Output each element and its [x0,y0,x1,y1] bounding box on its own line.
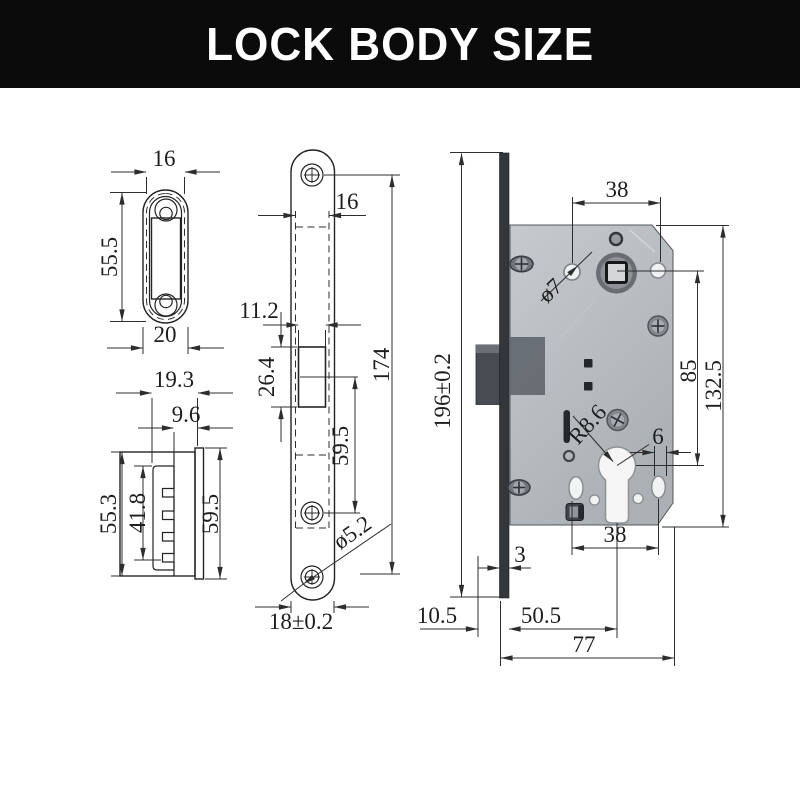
dim-label-latch-cutout-height: 26.4 [254,356,279,397]
strike-plate-outline [142,189,189,324]
dim-bottom-hole-span: 38 [571,499,659,555]
faceplate-outline [290,149,336,601]
dim-latch-cutout-width: 11.2 [239,298,361,347]
dim-case-width: 77 [500,527,675,666]
dim-label-backset: 50.5 [521,603,561,628]
dim-oval-offset: 6 [630,424,691,476]
dim-label-latch-projection: 10.5 [417,603,457,628]
strike-box-comb [152,465,175,571]
dim-label-box-depth: 9.6 [172,402,201,427]
dim-label-box-comb-height: 41.8 [125,493,150,533]
latch-bolt-top-face [476,345,500,353]
square-port-upper [584,359,593,368]
technical-drawing: 16 55.5 20 [96,146,729,666]
spindle-square-hole [605,261,628,284]
lock-body-photo-view: 196±0.2 38 ø7 85 [417,152,729,666]
phillips-screw-top-left [509,255,534,273]
small-hole-left [588,494,601,506]
dim-label-latch-to-screw: 59.5 [328,426,353,466]
dim-strike-width-outer: 20 [107,322,224,354]
strike-plate-top-view: 16 55.5 20 [97,146,224,354]
lock-case-plate [509,224,674,526]
dim-box-body-height: 55.3 [96,451,125,577]
faceplate-front-view: 16 11.2 26.4 174 [239,149,400,634]
dim-label-strike-width-outer: 20 [154,322,177,347]
dim-backset: 50.5 [508,523,618,638]
dim-label-oval-offset: 6 [652,424,664,449]
dim-label-latch-cutout-width: 11.2 [239,298,278,323]
dim-label-screw-span: 174 [369,347,394,382]
dim-latch-to-screw: 59.5 [324,377,360,514]
small-washer-hole [562,449,576,463]
dim-label-box-width: 19.3 [154,367,194,392]
dim-label-case-width: 77 [573,632,596,657]
dim-top-hole-span: 38 [572,177,661,263]
strike-opening [150,217,182,300]
header-bar: LOCK BODY SIZE [0,0,800,88]
square-port-lower [584,382,593,391]
phillips-screw-center [606,408,629,432]
dim-label-top-hole-span: 38 [606,177,629,202]
dim-plate-width: 18±0.2 [255,601,369,634]
scratch-mark [629,229,656,253]
latch-housing-shadow [510,337,545,395]
dim-label-strike-height: 55.5 [97,237,122,277]
dim-screw-span: 174 [360,175,400,575]
lock-faceplate-strip [499,152,510,599]
dim-label-strike-width-inner: 16 [153,146,176,171]
scratch-mark-2 [559,299,597,339]
dim-faceplate-thickness: 3 [478,542,531,571]
dim-label-screw-hole-dia: ø5.2 [329,511,376,555]
strike-plate-dashed-outline [146,193,185,320]
dim-box-depth: 9.6 [138,402,233,452]
dim-label-total-height: 196±0.2 [430,353,455,429]
strike-box-side-view: 19.3 9.6 55.3 41.8 [96,367,233,580]
strike-screw-hole-top [154,198,178,222]
left-oval-hole [568,476,584,501]
dim-label-plate-width: 18±0.2 [269,609,333,634]
stop-latch-piece [565,503,584,521]
dim-label-spindle-to-cylinder: 85 [676,360,701,383]
page-title: LOCK BODY SIZE [205,18,595,70]
faceplate-screw-top [300,163,324,187]
right-oval-hole [651,475,667,499]
dim-total-height: 196±0.2 [430,152,503,598]
dim-strike-width-inner: 16 [111,146,220,194]
latch-bolt [475,344,501,405]
dim-label-box-plate-height: 59.5 [198,494,223,534]
dim-case-height: 132.5 [656,225,729,528]
dim-label-case-width: 16 [336,189,359,214]
spindle-hub [596,252,637,294]
dim-label-bottom-hole-span: 38 [604,522,627,547]
dim-box-width: 19.3 [116,367,233,463]
phillips-screw-right [647,315,669,337]
strike-box-plate [194,447,205,580]
dim-label-box-body-height: 55.3 [96,494,121,534]
phillips-screw-bottom-left [507,479,531,496]
faceplate-screw-bottom [300,565,324,589]
dim-latch-cutout-height: 26.4 [254,312,297,442]
dim-box-plate-height: 59.5 [198,447,227,580]
leader-screw-hole-dia: ø5.2 [280,511,392,602]
dim-label-case-height: 132.5 [701,360,726,412]
euro-cylinder-hole [597,446,637,524]
vertical-slot [563,410,570,443]
dim-box-comb-height: 41.8 [125,465,161,561]
faceplate-screw-middle [300,501,324,525]
small-hole-right [632,492,644,505]
dim-label-faceplate-thickness: 3 [514,542,526,567]
dim-strike-height: 55.5 [97,192,146,322]
dim-case-width: 16 [258,174,400,219]
dim-spindle-to-cylinder: 85 [617,270,704,466]
top-pin-hole [608,231,624,247]
strike-screw-hole-bottom [154,293,178,317]
dim-latch-projection: 10.5 [417,556,479,637]
